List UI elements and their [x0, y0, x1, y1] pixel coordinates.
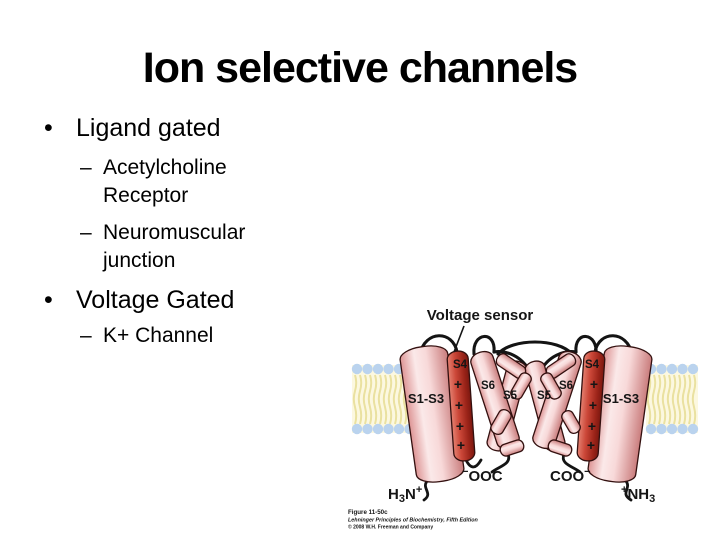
dash-marker: – [80, 324, 92, 347]
filter-segment-left-2 [499, 439, 525, 457]
bullet-text: Acetylcholine Receptor [103, 156, 227, 207]
bullet-text: K+ Channel [103, 324, 214, 347]
amino-terminus-right-label: +NH3 [621, 484, 655, 505]
s6-left-label: S6 [481, 380, 495, 392]
pore-helix-left-2 [510, 372, 532, 400]
plus-charge: + [589, 397, 597, 413]
s1s3-left-label: S1-S3 [408, 391, 444, 406]
figure-copyright: © 2008 W.H. Freeman and Company [348, 524, 433, 531]
voltage-sensor-pointer-line [453, 325, 465, 353]
bullet-marker: • [44, 114, 53, 142]
bullet-item-k-channel: – K+ Channel [80, 322, 350, 350]
voltage-gated-channel-figure: Voltage sensor S1-S3 S1-S3 S4 S4 S6 S6 S… [348, 307, 699, 531]
carboxyl-terminus-left-label: −OOC [462, 466, 503, 485]
bullet-marker: • [44, 286, 53, 314]
s6-right-label: S6 [559, 380, 573, 392]
plus-charge: + [588, 418, 596, 434]
pore-helix-right-2 [540, 372, 562, 400]
bullet-item-acetylcholine-receptor: – Acetylcholine Receptor [80, 154, 350, 210]
dash-marker: – [80, 221, 92, 244]
s4-charges-left: + + + + [454, 376, 465, 453]
plus-charge: + [590, 376, 598, 392]
membrane-right [645, 363, 699, 435]
channel-diagram: Voltage sensor S1-S3 S1-S3 S4 S4 S6 S6 S… [340, 292, 720, 540]
helix-s4-right [576, 350, 606, 462]
s4-right-label: S4 [585, 359, 600, 371]
voltage-sensor-label: Voltage sensor [427, 307, 534, 324]
bullet-list: • Ligand gated – Acetylcholine Receptor … [40, 112, 350, 359]
figure-number: Figure 11-50c [348, 509, 388, 516]
plus-charge: + [587, 437, 595, 453]
s4-left-label: S4 [453, 359, 468, 371]
bullet-item-ligand-gated: • Ligand gated [40, 112, 350, 144]
helix-s4-left [446, 350, 476, 462]
s1s3-right-label: S1-S3 [603, 391, 639, 406]
bullet-text: Neuromuscular junction [103, 221, 246, 272]
plus-charge: + [457, 437, 465, 453]
helix-s6-right [532, 350, 582, 450]
page-title: Ion selective channels [142, 44, 578, 92]
plus-charge: + [454, 376, 462, 392]
bullet-text: Ligand gated [76, 114, 221, 142]
figure-caption: Figure 11-50c Lehninger Principles of Bi… [348, 509, 478, 531]
filter-segment-left [490, 409, 512, 435]
figure-source: Lehninger Principles of Biochemistry, Fi… [348, 518, 478, 524]
plus-charge: + [455, 397, 463, 413]
bullet-item-voltage-gated: • Voltage Gated [40, 284, 350, 316]
carboxyl-terminus-right-label: COO− [550, 466, 591, 485]
filter-segment-right-2 [547, 439, 573, 457]
bullet-text: Voltage Gated [76, 286, 235, 314]
filter-segment-right [561, 410, 581, 434]
dash-marker: – [80, 156, 92, 179]
bullet-item-neuromuscular-junction: – Neuromuscular junction [80, 219, 350, 275]
amino-terminus-left-label: H3N+ [388, 484, 422, 505]
s5-right-label: S5 [537, 390, 552, 402]
s5-left-label: S5 [503, 390, 518, 402]
s4-charges-right: + + + + [587, 376, 598, 453]
plus-charge: + [456, 418, 464, 434]
